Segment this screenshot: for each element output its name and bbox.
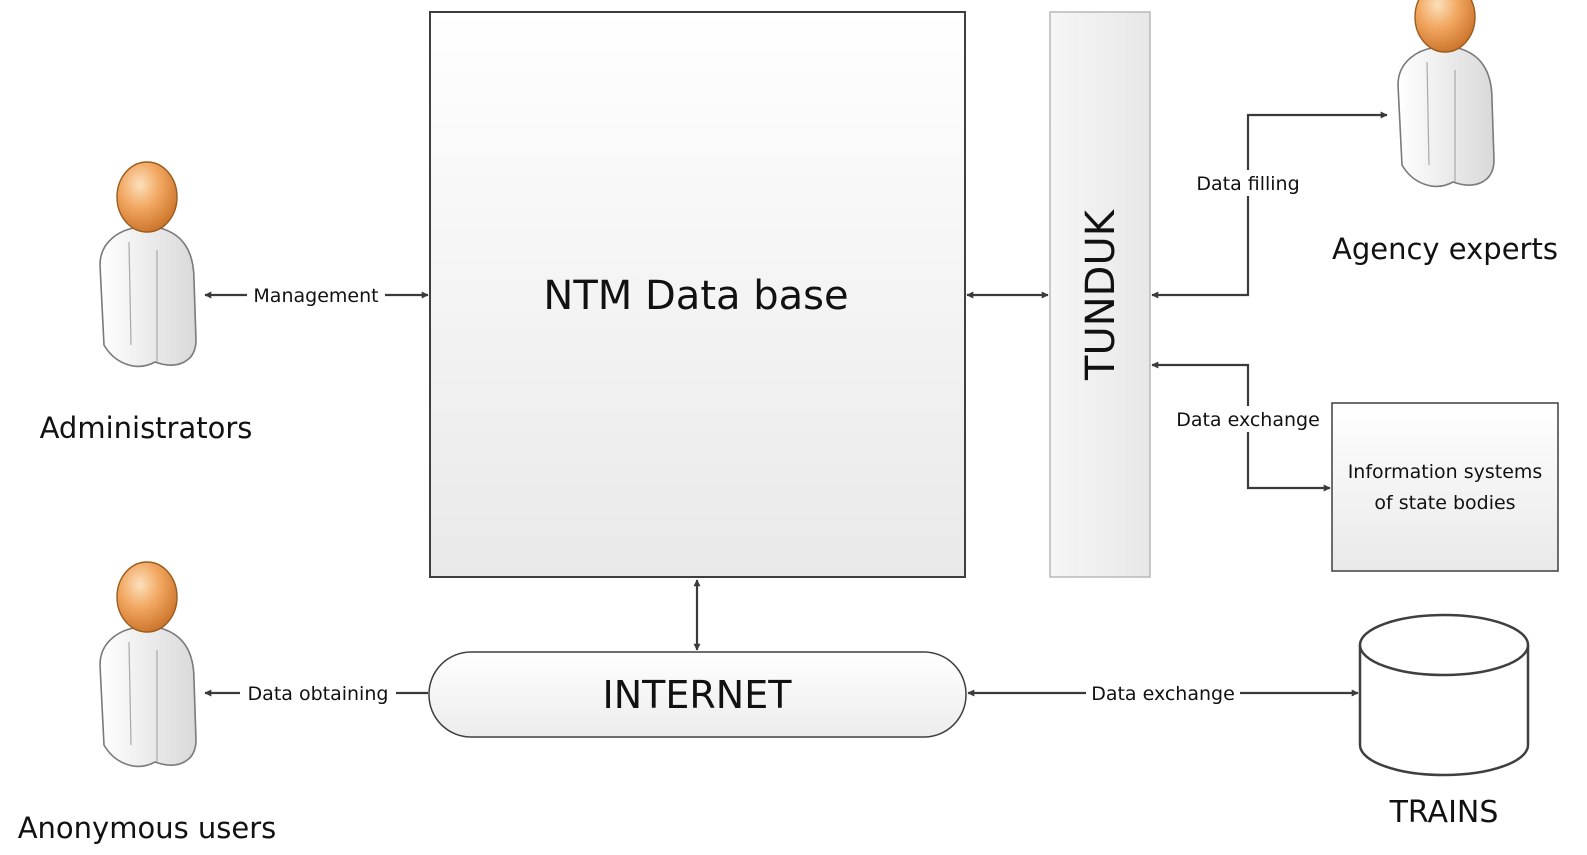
data-exchange-trains-label: Data exchange bbox=[1091, 683, 1235, 705]
info-systems-label-line1: Information systems bbox=[1348, 461, 1543, 483]
info-systems-label-line2: of state bodies bbox=[1374, 492, 1515, 514]
tunduk-label: TUNDUK bbox=[1078, 208, 1124, 381]
data-filling-arrow bbox=[1151, 111, 1388, 299]
data-obtaining-label: Data obtaining bbox=[248, 683, 389, 705]
agency-experts-label: Agency experts bbox=[1332, 232, 1558, 266]
administrators-label: Administrators bbox=[40, 411, 253, 445]
anonymous-users-label: Anonymous users bbox=[18, 811, 277, 845]
agency-expert-person-icon bbox=[1397, 0, 1495, 188]
data-exchange-tunduk-label: Data exchange bbox=[1176, 409, 1320, 431]
trains-label: TRAINS bbox=[1389, 795, 1499, 830]
internet-label: INTERNET bbox=[603, 673, 793, 717]
management-label: Management bbox=[253, 285, 378, 307]
trains-database-icon bbox=[1358, 613, 1530, 777]
administrators-person-icon bbox=[99, 161, 197, 368]
ntm-database-box bbox=[429, 11, 966, 578]
data-filling-label: Data filling bbox=[1196, 173, 1299, 195]
info-systems-box bbox=[1331, 402, 1559, 572]
internet-pill bbox=[428, 651, 967, 738]
anonymous-user-person-icon bbox=[99, 561, 197, 768]
ntm-database-label: NTM Data base bbox=[543, 273, 848, 319]
tunduk-bar bbox=[1049, 11, 1151, 578]
